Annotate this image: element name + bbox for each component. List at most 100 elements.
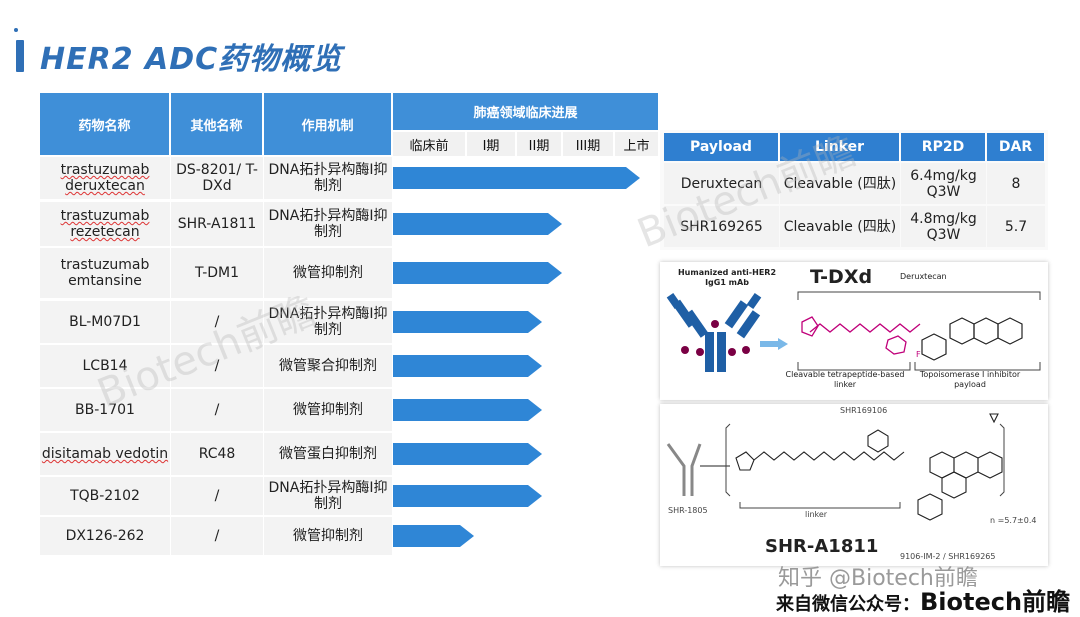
shr-title: SHR-A1811 — [765, 536, 879, 557]
shr-top-label: SHR169106 — [840, 406, 888, 415]
mechanism-cell-text: 微管聚合抑制剂 — [279, 358, 377, 374]
drug-name-cell: disitamab vedotin — [40, 433, 170, 475]
tdxd-linker-label: Cleavable tetrapeptide-based linker — [785, 370, 905, 389]
other-name-cell-text: / — [214, 488, 220, 504]
other-name-cell-text: DS-8201/ T-DXd — [176, 162, 258, 194]
drug-name-cell-text: trastuzumab emtansine — [60, 257, 150, 289]
mechanism-cell: 微管抑制剂 — [264, 248, 392, 298]
mechanism-cell-text: DNA拓扑异构酶I抑制剂 — [268, 208, 388, 240]
phase-market: 上市 — [615, 132, 658, 156]
other-name-cell-text: RC48 — [198, 446, 236, 462]
other-name-cell: RC48 — [171, 433, 263, 475]
progress-arrow — [393, 525, 474, 547]
other-name-cell-text: SHR-A1811 — [177, 216, 257, 232]
drug-name-cell-text: DX126-262 — [65, 528, 145, 544]
drug-name-cell-text: disitamab vedotin — [41, 446, 169, 462]
header-other-name: 其他名称 — [171, 93, 263, 155]
dar-cell: 5.7 — [987, 206, 1045, 247]
mechanism-cell-text: DNA拓扑异构酶I抑制剂 — [268, 306, 388, 338]
drug-name-cell: trastuzumab emtansine — [40, 248, 170, 298]
mechanism-cell-text: 微管蛋白抑制剂 — [279, 446, 377, 462]
drug-name-cell-text: trastuzumab rezetecan — [60, 208, 150, 240]
header-mechanism: 作用机制 — [264, 93, 392, 155]
other-name-cell-text: / — [214, 314, 220, 330]
tdxd-payload-label: Deruxtecan — [900, 272, 947, 281]
mechanism-cell-text: 微管抑制剂 — [293, 528, 363, 544]
drug-name-cell-text: trastuzumab deruxtecan — [60, 162, 150, 194]
drug-name-cell: trastuzumab deruxtecan — [40, 157, 170, 199]
drug-name-cell: DX126-262 — [40, 517, 170, 555]
mechanism-cell: DNA拓扑异构酶I抑制剂 — [264, 477, 392, 515]
linker-cell: Cleavable (四肽) — [780, 163, 900, 204]
shr-antibody-label: SHR-1805 — [668, 506, 708, 515]
page-title: HER2 ADC药物概览 — [40, 42, 343, 77]
header-linker: Linker — [780, 133, 900, 161]
payload-cell: Deruxtecan — [664, 163, 779, 204]
mechanism-cell: 微管抑制剂 — [264, 389, 392, 431]
wechat-source: 来自微信公众号：Biotech前瞻 — [776, 582, 1070, 617]
shr-dar-label: n =5.7±0.4 — [990, 516, 1037, 525]
other-name-cell-text: / — [214, 402, 220, 418]
drug-name-cell-text: LCB14 — [82, 358, 128, 374]
header-drug-name: 药物名称 — [40, 93, 170, 155]
header-dar: DAR — [987, 133, 1045, 161]
other-name-cell: / — [171, 345, 263, 387]
tdxd-molecule-drawing: F — [666, 291, 1041, 372]
shr-molecule-drawing — [666, 413, 1005, 521]
phase-1: I期 — [467, 132, 515, 156]
other-name-cell: / — [171, 301, 263, 343]
tdxd-title: T-DXd — [810, 266, 873, 288]
mechanism-cell: 微管蛋白抑制剂 — [264, 433, 392, 475]
title-dot — [14, 28, 18, 32]
drug-name-cell: BB-1701 — [40, 389, 170, 431]
drug-name-cell: TQB-2102 — [40, 477, 170, 515]
other-name-cell: DS-8201/ T-DXd — [171, 157, 263, 199]
progress-arrow — [393, 213, 562, 235]
mechanism-cell: DNA拓扑异构酶I抑制剂 — [264, 157, 392, 199]
drug-name-cell-text: BL-M07D1 — [69, 314, 141, 330]
mechanism-cell-text: DNA拓扑异构酶I抑制剂 — [268, 162, 388, 194]
drug-name-cell: trastuzumab rezetecan — [40, 202, 170, 246]
other-name-cell: / — [171, 477, 263, 515]
other-name-cell-text: T-DM1 — [194, 265, 240, 281]
rp2d-cell: 4.8mg/kg Q3W — [901, 206, 986, 247]
other-name-cell-text: / — [214, 528, 220, 544]
tdxd-payload-desc: Topoisomerase I inhibitor payload — [919, 370, 1021, 389]
svg-text:F: F — [916, 350, 921, 359]
progress-arrow — [393, 443, 542, 465]
phase-2: II期 — [517, 132, 561, 156]
shr-linker-label: linker — [805, 510, 828, 519]
progress-arrow — [393, 311, 542, 333]
source-prefix: 来自微信公众号： — [776, 594, 920, 615]
mechanism-cell: DNA拓扑异构酶I抑制剂 — [264, 202, 392, 246]
progress-arrow — [393, 399, 542, 421]
progress-arrow — [393, 355, 542, 377]
mechanism-cell-text: 微管抑制剂 — [293, 265, 363, 281]
other-name-cell-text: / — [214, 358, 220, 374]
dar-cell: 8 — [987, 163, 1045, 204]
progress-arrow — [393, 485, 542, 507]
header-rp2d: RP2D — [901, 133, 986, 161]
header-payload: Payload — [664, 133, 779, 161]
zhihu-credit: 知乎 @Biotech前瞻 — [778, 566, 978, 591]
source-name: Biotech前瞻 — [920, 588, 1071, 616]
mechanism-cell-text: 微管抑制剂 — [293, 402, 363, 418]
linker-cell: Cleavable (四肽) — [780, 206, 900, 247]
shr-a1811-structure-figure: SHR169106 SHR-1805 linker n =5.7±0.4 910… — [660, 404, 1048, 566]
drug-name-cell: BL-M07D1 — [40, 301, 170, 343]
drug-name-cell-text: TQB-2102 — [70, 488, 140, 504]
other-name-cell: / — [171, 517, 263, 555]
mechanism-cell: 微管聚合抑制剂 — [264, 345, 392, 387]
mechanism-cell: 微管抑制剂 — [264, 517, 392, 555]
phase-3: III期 — [563, 132, 613, 156]
tdxd-antibody-label: Humanized anti-HER2 IgG1 mAb — [677, 268, 777, 287]
phase-preclinical: 临床前 — [393, 132, 465, 156]
payload-cell: SHR169265 — [664, 206, 779, 247]
progress-arrow — [393, 167, 640, 189]
other-name-cell: / — [171, 389, 263, 431]
mechanism-cell-text: DNA拓扑异构酶I抑制剂 — [268, 480, 388, 512]
mechanism-cell: DNA拓扑异构酶I抑制剂 — [264, 301, 392, 343]
drug-name-cell: LCB14 — [40, 345, 170, 387]
rp2d-cell: 6.4mg/kg Q3W — [901, 163, 986, 204]
title-accent-bar — [16, 40, 24, 72]
